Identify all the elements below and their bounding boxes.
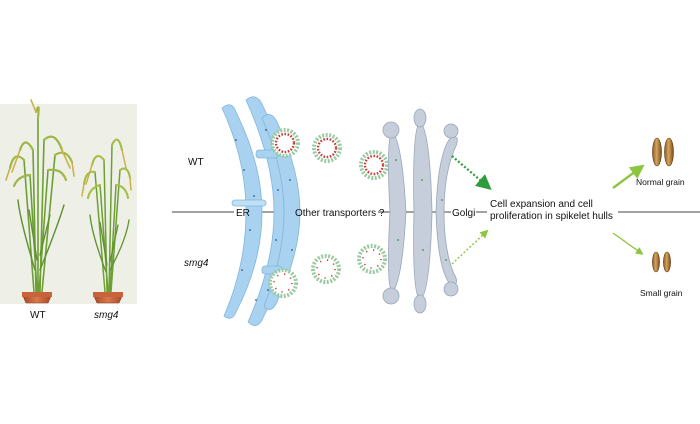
golgi-stack	[383, 109, 458, 313]
plant-photo-panel: WT smg4	[0, 100, 137, 321]
outcome-label-line2: proliferation in spikelet hulls	[490, 211, 613, 222]
outcome-label-line1: Cell expansion and cell	[490, 199, 593, 210]
golgi-label: Golgi	[452, 208, 475, 219]
small-grain-image	[652, 252, 670, 272]
normal-grain-image	[653, 138, 674, 166]
vesicle-smg4-3	[359, 246, 385, 272]
vesicle-wt-3	[361, 152, 387, 178]
vesicle-smg4-2	[313, 256, 339, 282]
er-label: ER	[236, 208, 250, 219]
row-label-wt: WT	[188, 157, 204, 168]
wt-dashed-arrow	[452, 156, 487, 186]
normal-grain-label: Normal grain	[636, 177, 685, 187]
smg4-plant-label: smg4	[94, 310, 119, 321]
row-label-smg4: smg4	[184, 258, 209, 269]
vesicle-wt-2	[314, 135, 340, 161]
wt-plant-label: WT	[30, 310, 46, 321]
smg4-dashed-arrow	[452, 232, 486, 264]
vesicle-wt-1	[272, 130, 298, 156]
other-transporters-label: Other transporters ?	[295, 208, 385, 219]
small-grain-label: Small grain	[640, 288, 683, 298]
vesicle-smg4-1	[270, 270, 296, 296]
small-grain-arrow	[613, 233, 641, 253]
